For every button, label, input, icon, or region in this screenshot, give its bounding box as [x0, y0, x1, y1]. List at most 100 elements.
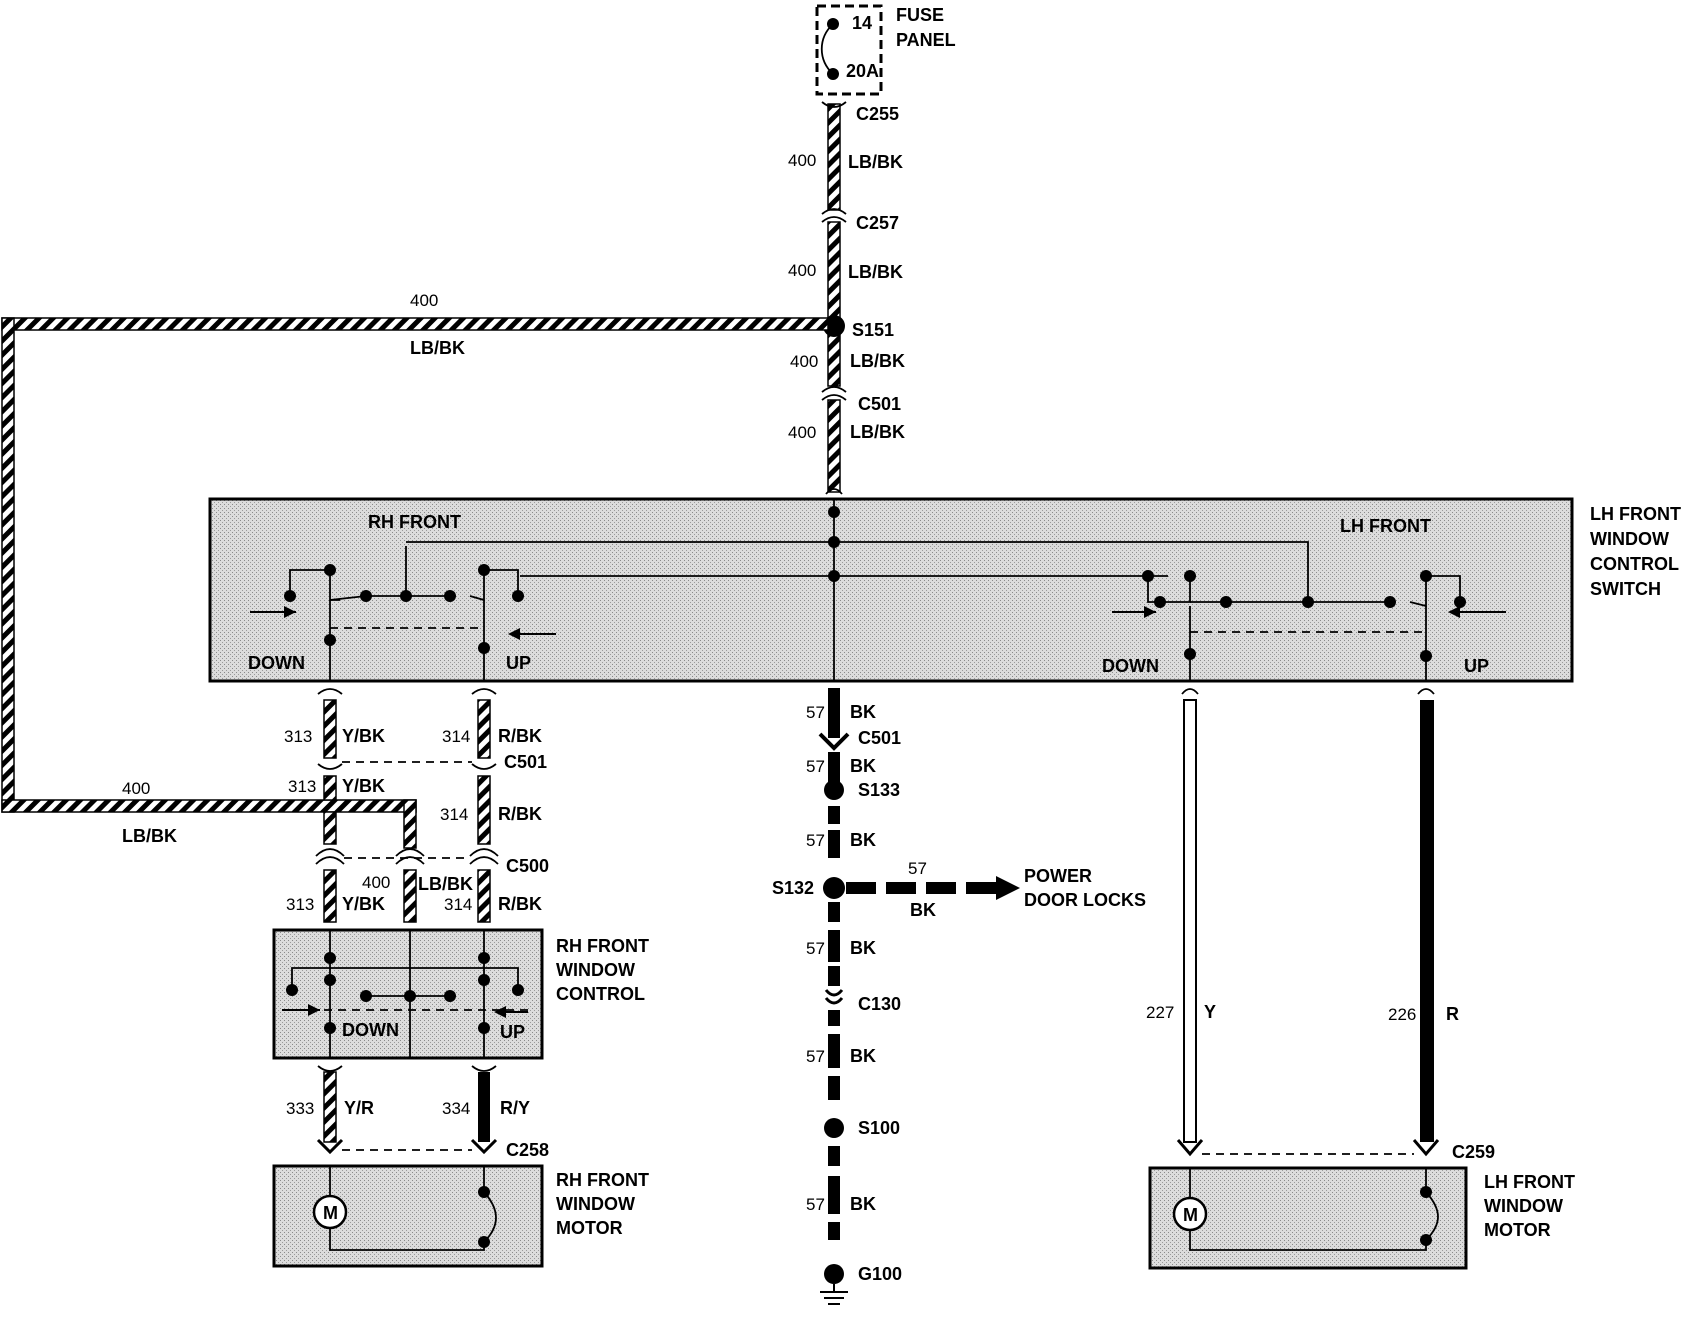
feed-wire-labels: 400 LB/BK 400 LB/BK 400 LB/BK 400 LB/BK: [788, 151, 905, 442]
svg-text:Y: Y: [1204, 1002, 1216, 1022]
lh-front-window-motor: LH FRONT WINDOW MOTOR M: [1148, 1166, 1575, 1270]
rh-motor-label-1: RH FRONT: [556, 1170, 649, 1190]
svg-text:BK: BK: [850, 1046, 876, 1066]
lh-front-section-label: LH FRONT: [1340, 516, 1431, 536]
svg-text:57: 57: [806, 831, 825, 850]
rh-wires-313-314: 313 Y/BK 314 R/BK C501 313 Y/BK 314 R/BK…: [284, 688, 549, 923]
svg-text:400: 400: [788, 423, 816, 442]
svg-text:400: 400: [788, 151, 816, 170]
power-door-locks-branch: 57 BK POWER DOOR LOCKS: [846, 859, 1146, 920]
connector-c258: C258: [506, 1140, 549, 1160]
rh-control-label-2: WINDOW: [556, 960, 635, 980]
lh-switch-label-4: SWITCH: [1590, 579, 1661, 599]
svg-text:R/Y: R/Y: [500, 1098, 530, 1118]
svg-text:400: 400: [790, 352, 818, 371]
svg-text:57: 57: [806, 1047, 825, 1066]
splice-s133: S133: [858, 780, 900, 800]
feed-wire-400: [827, 103, 841, 493]
power-door-locks-label-1: POWER: [1024, 866, 1092, 886]
svg-text:57: 57: [806, 1195, 825, 1214]
lh-switch-label-2: WINDOW: [1590, 529, 1669, 549]
svg-text:C255: C255: [856, 104, 899, 124]
svg-text:313: 313: [288, 777, 316, 796]
svg-text:BK: BK: [850, 702, 876, 722]
svg-text:313: 313: [284, 727, 312, 746]
svg-text:333: 333: [286, 1099, 314, 1118]
connector-c257: C257: [821, 208, 899, 233]
rh-front-window-motor: RH FRONT WINDOW MOTOR M: [272, 1164, 649, 1268]
lh-section-switches: DOWN UP: [1102, 570, 1506, 682]
svg-text:334: 334: [442, 1099, 470, 1118]
lh-switch-label-3: CONTROL: [1590, 554, 1679, 574]
connector-c501-top: C501: [821, 386, 901, 414]
fuse-number: 14: [852, 13, 872, 33]
lh-motor-label-2: WINDOW: [1484, 1196, 1563, 1216]
svg-text:57: 57: [908, 859, 927, 878]
ground-g100: G100: [858, 1264, 902, 1284]
svg-text:400: 400: [122, 779, 150, 798]
rh-motor-label-3: MOTOR: [556, 1218, 623, 1238]
svg-text:R: R: [1446, 1004, 1459, 1024]
svg-text:LB/BK: LB/BK: [850, 422, 905, 442]
svg-text:57: 57: [806, 703, 825, 722]
lh-section-up-label: UP: [1464, 656, 1489, 676]
svg-text:314: 314: [442, 727, 470, 746]
ground-circuit-57: 57 BK C501 57 BK S133 57 BK S132 57 BK C…: [772, 688, 902, 1305]
rh-section-down-label: DOWN: [248, 653, 305, 673]
svg-text:Y/R: Y/R: [344, 1098, 374, 1118]
lh-motor-label-1: LH FRONT: [1484, 1172, 1575, 1192]
lh-section-down-label: DOWN: [1102, 656, 1159, 676]
fuse-panel: 14 20A FUSE PANEL: [815, 4, 956, 96]
svg-text:LB/BK: LB/BK: [848, 262, 903, 282]
svg-text:Y/BK: Y/BK: [342, 776, 385, 796]
rh-motor-symbol: M: [323, 1203, 338, 1223]
splice-s151: S151: [823, 315, 894, 340]
svg-text:C257: C257: [856, 213, 899, 233]
rh-front-section-label: RH FRONT: [368, 512, 461, 532]
lh-motor-label-3: MOTOR: [1484, 1220, 1551, 1240]
svg-text:BK: BK: [850, 756, 876, 776]
lh-front-window-control-switch: LH FRONT WINDOW CONTROL SWITCH RH FRONT …: [208, 488, 1681, 683]
splice-s132: S132: [772, 878, 814, 898]
connector-c500: C500: [506, 856, 549, 876]
lh-motor-wires: 227 Y 226 R C259: [1146, 688, 1495, 1162]
svg-text:BK: BK: [850, 1194, 876, 1214]
rh-control-label-3: CONTROL: [556, 984, 645, 1004]
rh-motor-label-2: WINDOW: [556, 1194, 635, 1214]
svg-text:314: 314: [444, 895, 472, 914]
svg-text:400: 400: [362, 873, 390, 892]
svg-text:LB/BK: LB/BK: [410, 338, 465, 358]
svg-text:LB/BK: LB/BK: [418, 874, 473, 894]
svg-text:Y/BK: Y/BK: [342, 726, 385, 746]
lh-switch-label-1: LH FRONT: [1590, 504, 1681, 524]
fuse-panel-label-1: FUSE: [896, 5, 944, 25]
svg-text:R/BK: R/BK: [498, 726, 542, 746]
svg-text:LB/BK: LB/BK: [122, 826, 177, 846]
fuse-rating: 20A: [846, 61, 879, 81]
rh-control-down-label: DOWN: [342, 1020, 399, 1040]
svg-text:226: 226: [1388, 1005, 1416, 1024]
rh-section-switches: DOWN UP: [248, 564, 556, 682]
lh-motor-symbol: M: [1183, 1205, 1198, 1225]
rh-front-window-control: RH FRONT WINDOW CONTROL DOWN UP: [272, 928, 649, 1060]
wire-400-loop: 400 LB/BK 400 LB/BK: [1, 291, 829, 849]
svg-text:314: 314: [440, 805, 468, 824]
svg-text:Y/BK: Y/BK: [342, 894, 385, 914]
connector-c255: C255: [821, 101, 899, 124]
connector-c259: C259: [1452, 1142, 1495, 1162]
rh-section-up-label: UP: [506, 653, 531, 673]
svg-text:R/BK: R/BK: [498, 894, 542, 914]
rh-control-label-1: RH FRONT: [556, 936, 649, 956]
svg-text:227: 227: [1146, 1003, 1174, 1022]
svg-text:57: 57: [806, 757, 825, 776]
connector-c130: C130: [858, 994, 901, 1014]
power-door-locks-label-2: DOOR LOCKS: [1024, 890, 1146, 910]
svg-text:C501: C501: [858, 394, 901, 414]
svg-text:LB/BK: LB/BK: [850, 351, 905, 371]
fuse-panel-label-2: PANEL: [896, 30, 956, 50]
svg-text:400: 400: [410, 291, 438, 310]
svg-text:BK: BK: [850, 938, 876, 958]
svg-text:LB/BK: LB/BK: [848, 152, 903, 172]
svg-text:57: 57: [806, 939, 825, 958]
